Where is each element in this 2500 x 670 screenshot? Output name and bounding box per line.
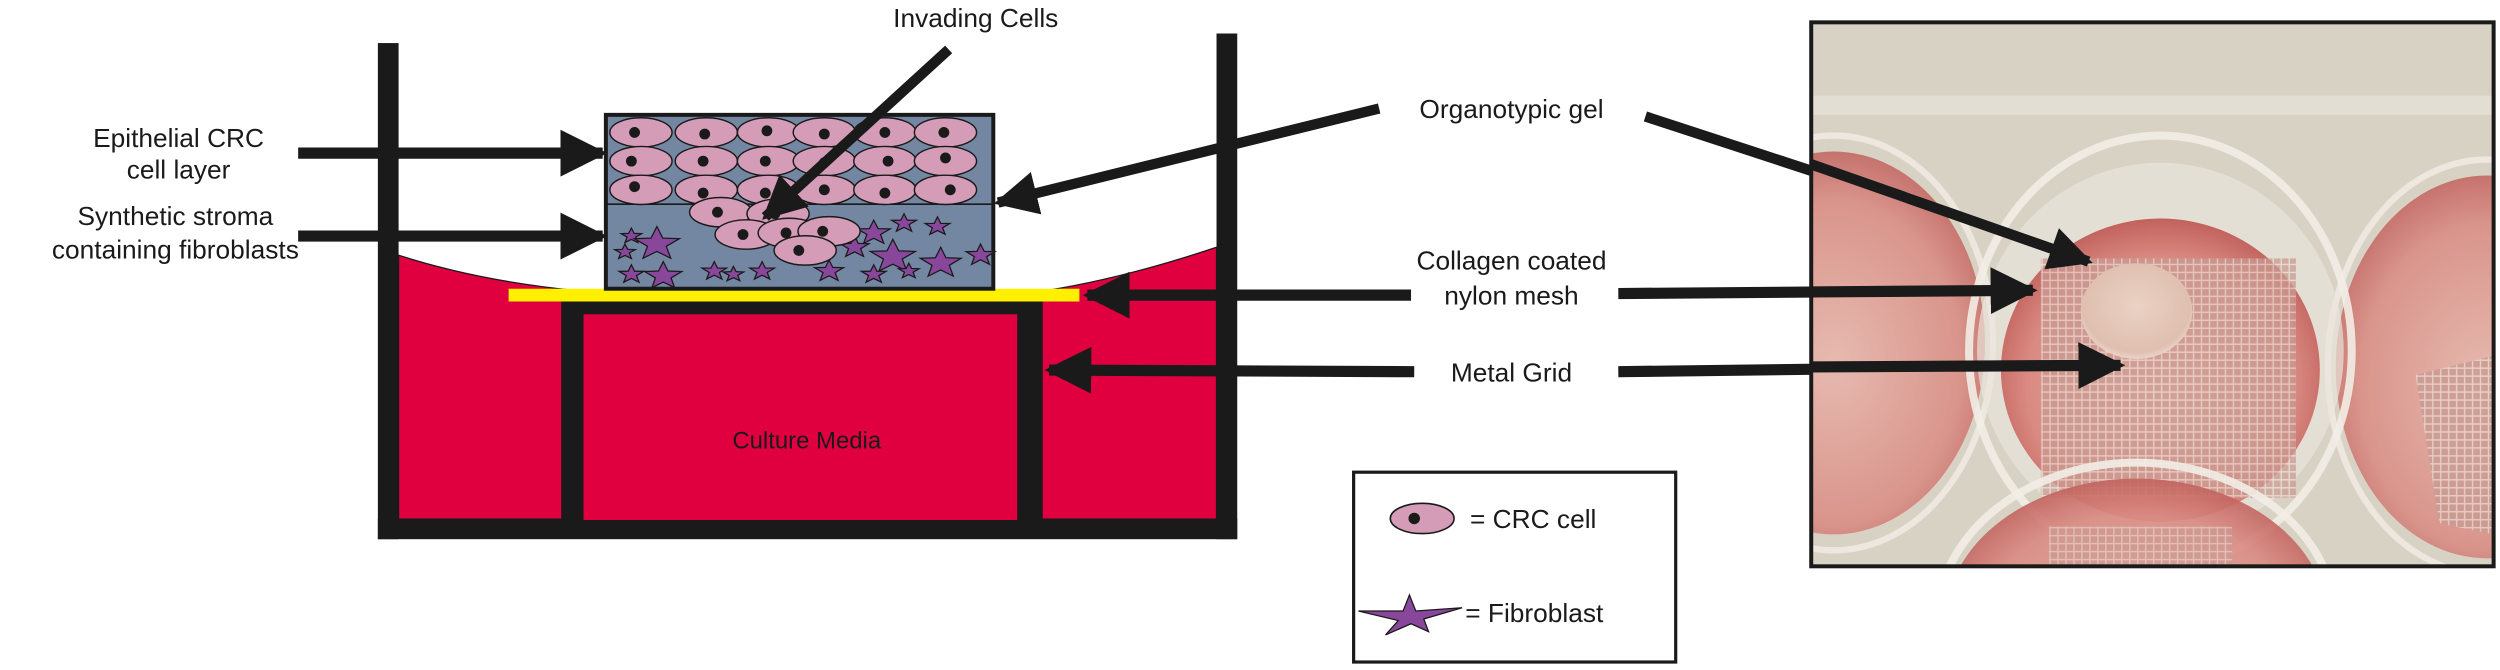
- crc-cell: [674, 145, 739, 177]
- label-invading: Invading Cells: [761, 3, 1058, 221]
- fibroblast: [859, 263, 889, 284]
- legend: = CRC cell = Fibroblast: [1352, 470, 1678, 664]
- crc-cell: [853, 145, 917, 177]
- fibroblast: [896, 261, 922, 279]
- crc-cell: [913, 145, 978, 177]
- fibroblast-group: [612, 212, 998, 289]
- crc-cell: [609, 174, 673, 206]
- fibroblast: [922, 215, 953, 236]
- crc-cell: [913, 174, 978, 206]
- photo-arrow-gel: [1809, 159, 2093, 270]
- fibroblast: [868, 237, 918, 273]
- fibroblast: [612, 242, 638, 260]
- legend-box: [1352, 470, 1678, 664]
- arrow-organotypic-left: [993, 103, 1381, 215]
- label-collagen-line1: Collagen coated: [1416, 246, 1606, 276]
- well-bottom: [377, 518, 1238, 540]
- culture-plate-photo: [1811, 22, 2494, 567]
- crc-cell: [736, 117, 801, 148]
- legend-crc-cell-label: = CRC cell: [1470, 504, 1596, 534]
- label-metal-grid-text: Metal Grid: [1451, 357, 1572, 387]
- fibroblast: [642, 260, 684, 289]
- fibroblast: [632, 225, 682, 260]
- fibroblast: [963, 242, 998, 266]
- label-collagen-line2: nylon mesh: [1444, 281, 1578, 311]
- label-stroma: Synthetic stroma containing fibroblasts: [52, 201, 608, 264]
- fibroblast: [618, 226, 644, 244]
- label-epithelial-line2: cell layer: [127, 155, 231, 185]
- photo-frame: [1809, 20, 2496, 569]
- well-wall-left: [377, 43, 399, 540]
- fibroblast: [855, 218, 893, 245]
- fibroblast: [918, 245, 964, 278]
- crc-cell: [773, 235, 837, 266]
- arrow-metal-grid-left: [1044, 346, 1415, 394]
- label-stroma-line1: Synthetic stroma: [77, 201, 273, 231]
- label-stroma-line2: containing fibroblasts: [52, 234, 299, 264]
- culture-media-fill-right: [1035, 246, 1218, 521]
- label-invading-text: Invading Cells: [893, 3, 1058, 33]
- crc-cell: [913, 117, 978, 148]
- label-epithelial-line1: Epithelial CRC: [93, 123, 264, 153]
- well-wall-right: [1216, 33, 1238, 540]
- photo-arrow-grid: [1811, 342, 2126, 389]
- fibroblast: [699, 260, 729, 281]
- photo-arrow-mesh: [1811, 267, 2038, 315]
- crc-cell: [853, 174, 917, 206]
- culture-media-label: Culture Media: [732, 427, 881, 454]
- label-epithelial: Epithelial CRC cell layer: [93, 123, 608, 185]
- crc-cell: [736, 145, 801, 177]
- fibroblast: [889, 212, 919, 233]
- crc-cell: [609, 117, 673, 148]
- fibroblast: [747, 260, 777, 281]
- crc-cell-group: [609, 117, 978, 266]
- collagen-nylon-mesh: [508, 288, 1080, 302]
- crc-cell: [674, 117, 739, 148]
- label-organotypic-text: Organotypic gel: [1419, 94, 1603, 124]
- fibroblast: [616, 263, 646, 284]
- crc-cell: [609, 145, 673, 177]
- arrow-invading: [761, 45, 953, 221]
- metal-grid-inner-media: [583, 314, 1018, 521]
- legend-fibroblast-label: = Fibroblast: [1465, 598, 1604, 628]
- fibroblast: [812, 258, 846, 282]
- legend-crc-cell-icon: [1389, 502, 1455, 535]
- culture-well: Culture Media: [377, 33, 1238, 540]
- fibroblast: [720, 265, 746, 283]
- legend-fibroblast-icon: [1358, 593, 1463, 636]
